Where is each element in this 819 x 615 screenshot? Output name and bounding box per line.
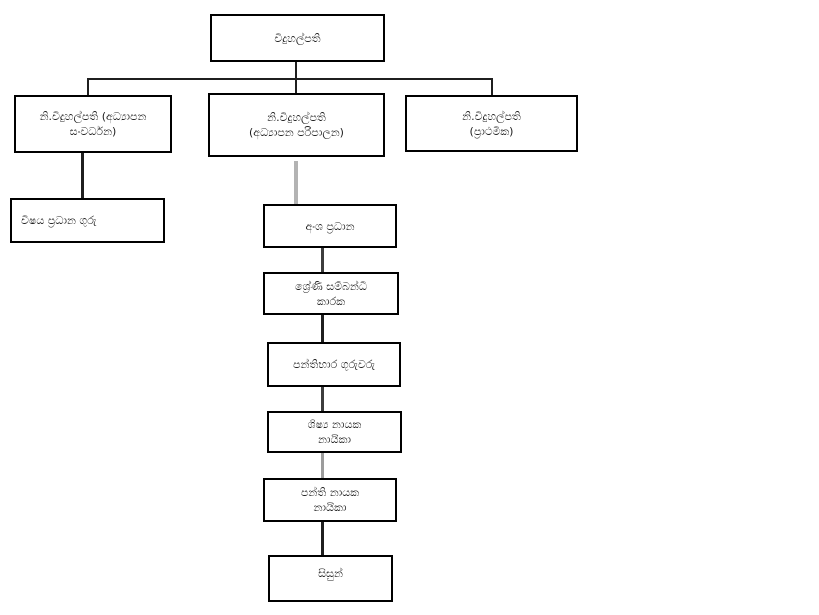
org-node-class-leaders-label-2: නායිකා — [313, 501, 347, 514]
org-node-students-label: සිසුන් — [318, 567, 343, 580]
org-node-deputy-development-label-2: සංවර්ධන) — [69, 125, 117, 138]
org-node-class-teachers-label: පන්තිභාර ගුරුවරු — [293, 358, 375, 371]
org-node-grade-coordinators-label: ශ්‍රේණි සම්බන්ධී — [295, 279, 367, 293]
org-node-deputy-development-label: නි.විදුහල්පති (අධ්‍යාපන — [39, 110, 147, 123]
org-node-students: සිසුන් — [268, 555, 393, 602]
org-node-deputy-administration: නි.විදුහල්පති (අධ්‍යාපන පරිපාලන) — [208, 93, 385, 157]
org-node-subject-head-teachers-label: විෂය ප්‍රධාන ගුරු — [21, 214, 97, 227]
org-node-deputy-primary: නි.විදුහල්පති (ප්‍රාථමික) — [405, 95, 578, 152]
connector-development-to-subject-head — [81, 153, 84, 199]
org-node-grade-coordinators: ශ්‍රේණි සම්බන්ධී කාරක — [263, 272, 399, 315]
connector-student-leaders-to-class-leaders — [321, 452, 324, 479]
connector-level2-horizontal — [87, 78, 493, 80]
org-node-deputy-primary-label-2: (ප්‍රාථමික) — [469, 124, 514, 138]
org-node-student-leaders-label-2: නායිකා — [317, 433, 351, 446]
connector-stub-development — [87, 78, 89, 96]
org-node-deputy-development: නි.විදුහල්පති (අධ්‍යාපන සංවර්ධන) — [14, 95, 172, 153]
org-node-deputy-primary-label: නි.විදුහල්පති — [462, 109, 521, 123]
org-node-class-teachers: පන්තිභාර ගුරුවරු — [267, 342, 401, 387]
org-node-section-heads-label: අංශ ප්‍රධාන — [305, 219, 355, 233]
org-node-section-heads: අංශ ප්‍රධාන — [263, 204, 397, 248]
org-node-principal-label: විදුහල්පති — [274, 31, 321, 45]
connector-principal-down — [295, 62, 297, 79]
org-node-class-leaders: පන්ති නායක නායිකා — [263, 478, 397, 522]
connector-grade-coordinators-to-class-teachers — [321, 314, 324, 343]
org-node-student-leaders: ශිෂ්‍ය නායක නායිකා — [267, 411, 402, 453]
connector-class-teachers-to-student-leaders — [321, 386, 324, 412]
connector-stub-administration — [295, 78, 297, 94]
org-node-deputy-administration-label-2: (අධ්‍යාපන පරිපාලන) — [249, 126, 344, 139]
org-node-student-leaders-label: ශිෂ්‍ය නායක — [307, 418, 362, 431]
connector-section-head-to-grade-coordinators — [321, 248, 324, 273]
org-node-principal: විදුහල්පති — [210, 14, 385, 62]
connector-class-leaders-to-students — [321, 521, 324, 556]
connector-administration-to-section-head — [294, 161, 298, 204]
org-node-subject-head-teachers: විෂය ප්‍රධාන ගුරු — [10, 198, 165, 243]
org-node-class-leaders-label: පන්ති නායක — [300, 486, 360, 499]
connector-stub-primary — [491, 78, 493, 96]
org-node-grade-coordinators-label-2: කාරක — [316, 294, 346, 308]
org-node-deputy-administration-label: නි.විදුහල්පති — [267, 111, 326, 124]
